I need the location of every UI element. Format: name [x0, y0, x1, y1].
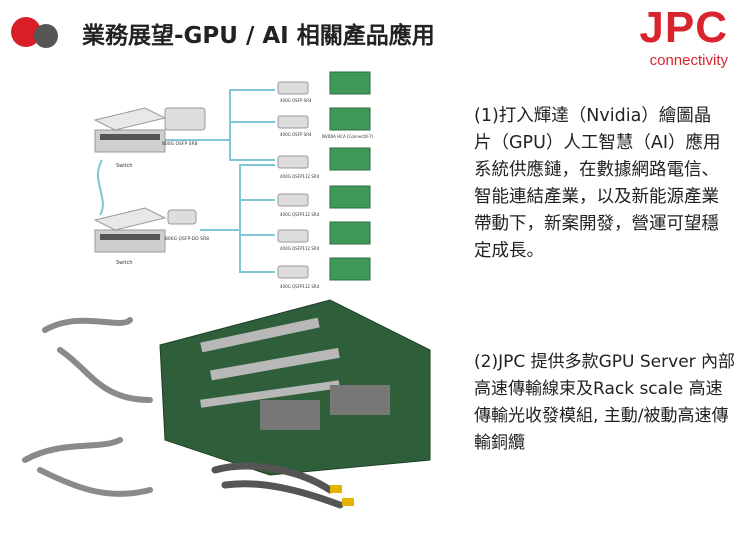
module-bottom-label: 800G QSFP-DD SR8 — [165, 236, 209, 242]
page-title: 業務展望-GPU / AI 相關產品應用 — [82, 23, 435, 49]
qsfp112-label-3: 400G QSFP112 SR4 — [280, 246, 320, 251]
description-1: (1)打入輝達（Nvidia）繪圖晶片（GPU）人工智慧（AI）應用系統供應鏈，… — [474, 106, 721, 261]
qsfp112-label-4: 400G QSFP112 SR4 — [280, 284, 320, 289]
logo-dots-icon — [11, 17, 58, 48]
brand-logo: JPC connectivity — [639, 3, 728, 70]
cable-harness-1 — [42, 317, 153, 403]
description-2: (2)JPC 提供多款GPU Server 內部高速傳輸線束及Rack scal… — [474, 352, 736, 453]
switch-label-top: Switch — [116, 163, 133, 169]
copper-cable — [211, 462, 344, 509]
module-qsfpdd-800g — [167, 209, 197, 225]
product-photos — [22, 299, 431, 509]
switch-label-bottom: Switch — [116, 260, 133, 266]
module-top-label: 800G OSFP SR8 — [162, 141, 198, 147]
switch-bottom — [93, 207, 167, 253]
network-diagram: Switch Switch 800G OSFP SR8 800G QSFP-DD… — [93, 71, 374, 289]
brand-name: JPC — [639, 3, 728, 52]
qsfp112-label-2: 400G QSFP112 SR4 — [280, 212, 320, 217]
module-osfp-800g — [164, 107, 206, 131]
nic-label: NVIDIA HCA (ConnectX-7) — [322, 134, 374, 139]
osfp-sr4-label-2: 400G OSFP SR4 — [280, 132, 312, 137]
qsfp112-label-1: 400G QSFP112 SR4 — [280, 174, 320, 179]
switch-top — [93, 107, 167, 153]
osfp-sr4-label-1: 400G OSFP SR4 — [280, 98, 312, 103]
cable-harness-2 — [22, 437, 153, 497]
brand-tagline: connectivity — [649, 52, 728, 69]
